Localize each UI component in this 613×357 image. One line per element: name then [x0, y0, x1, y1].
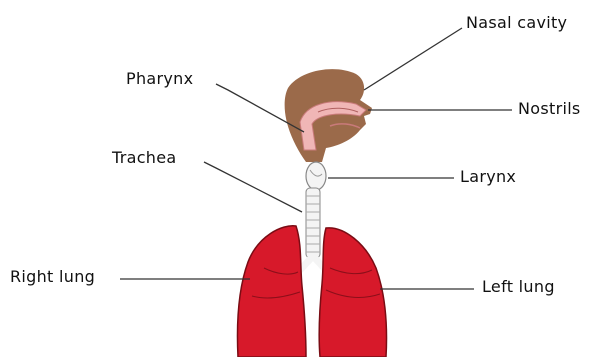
leader-nasal-cavity — [364, 28, 462, 90]
label-left-lung: Left lung — [482, 278, 555, 296]
label-right-lung: Right lung — [10, 268, 95, 286]
bronchi — [300, 256, 326, 270]
label-larynx: Larynx — [460, 168, 516, 186]
right-lung-shape — [237, 226, 306, 357]
label-nasal-cavity: Nasal cavity — [466, 14, 567, 32]
label-nostrils: Nostrils — [518, 100, 581, 118]
label-trachea: Trachea — [112, 149, 177, 167]
label-pharynx: Pharynx — [126, 70, 193, 88]
left-lung-shape — [319, 228, 386, 357]
trachea-tube — [306, 188, 320, 258]
leader-trachea — [204, 162, 302, 212]
